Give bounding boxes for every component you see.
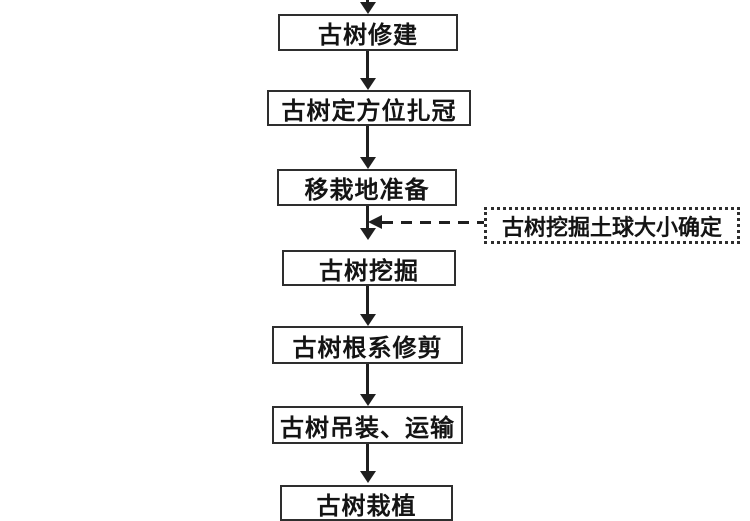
flow-node-label: 古树栽植 <box>316 492 417 520</box>
annotation-label: 古树挖掘土球大小确定 <box>501 214 722 240</box>
arrow-5-shaft <box>366 364 369 395</box>
flow-node-transplant-site-preparation: 移栽地准备 <box>277 169 457 206</box>
top-entry-arrow-head-icon <box>360 2 376 14</box>
arrow-2-head-icon <box>360 157 376 169</box>
annotation-soil-ball-size: 古树挖掘土球大小确定 <box>484 207 740 244</box>
arrow-4-shaft <box>366 286 369 315</box>
flow-node-hoisting-transport: 古树吊装、运输 <box>272 406 463 444</box>
flowchart-canvas: 古树修建 古树定方位扎冠 移栽地准备 古树挖掘土球大小确定 古树挖掘 古树根系修… <box>267 0 740 521</box>
flow-node-label: 古树吊装、运输 <box>280 414 455 442</box>
arrow-4-head-icon <box>360 314 376 326</box>
dashed-arrow-head-icon <box>368 215 382 229</box>
flow-node-label: 古树根系修剪 <box>292 334 443 362</box>
top-entry-arrow-shaft <box>366 0 369 3</box>
flow-node-orientation-crown-binding: 古树定方位扎冠 <box>267 90 471 126</box>
arrow-6-head-icon <box>360 471 376 483</box>
arrow-1-head-icon <box>360 78 376 90</box>
arrow-6-shaft <box>366 444 369 472</box>
flow-node-tree-trimming: 古树修建 <box>278 14 458 51</box>
flow-node-label: 古树定方位扎冠 <box>281 97 457 125</box>
flow-node-tree-planting: 古树栽植 <box>280 485 453 521</box>
arrow-3-shaft <box>366 206 369 229</box>
arrow-2-shaft <box>366 126 369 158</box>
flow-node-tree-excavation: 古树挖掘 <box>282 250 456 286</box>
flow-node-label: 古树挖掘 <box>319 257 419 285</box>
arrow-1-shaft <box>366 51 369 79</box>
dashed-arrow-line <box>382 221 484 224</box>
arrow-3-head-icon <box>360 228 376 240</box>
flow-node-root-pruning: 古树根系修剪 <box>272 326 463 364</box>
flow-node-label: 移栽地准备 <box>304 177 430 204</box>
arrow-5-head-icon <box>360 394 376 406</box>
flow-node-label: 古树修建 <box>318 22 418 49</box>
